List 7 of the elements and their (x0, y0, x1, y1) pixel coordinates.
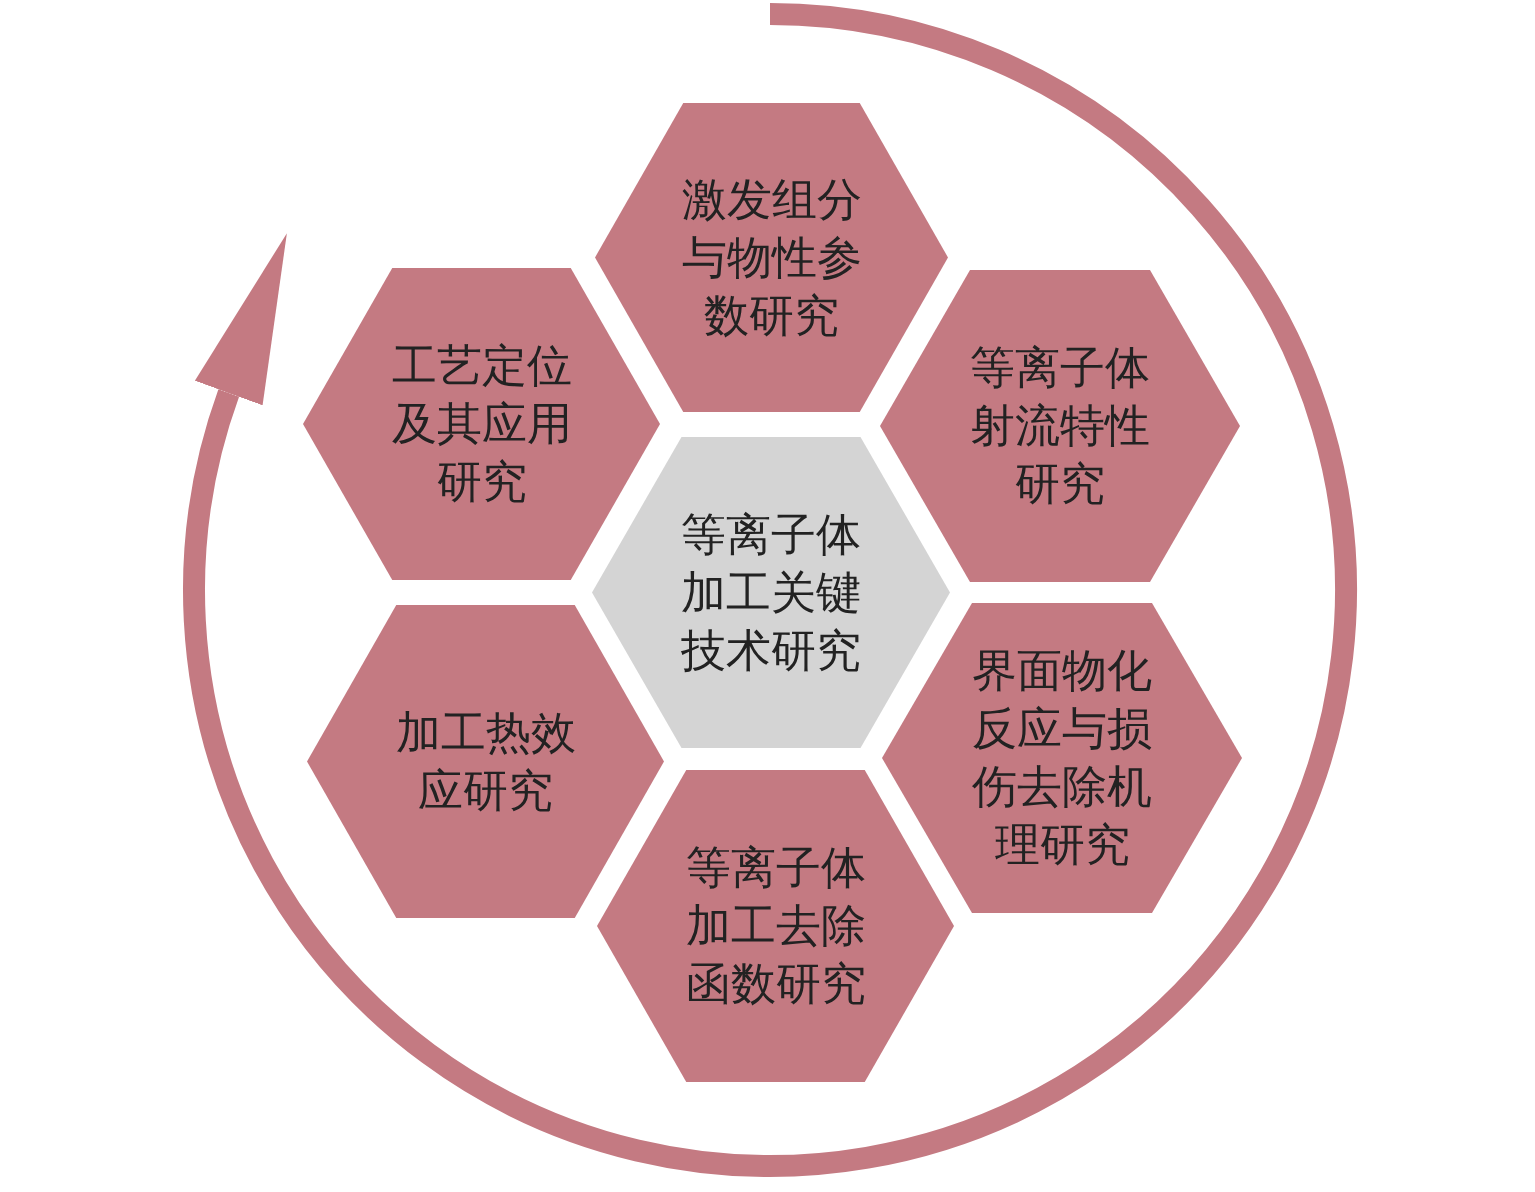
hexagon-label: 界面物化反应与损伤去除机理研究 (971, 643, 1153, 873)
hexagon-label: 加工热效应研究 (394, 704, 577, 819)
hexagon-label: 工艺定位及其应用研究 (390, 338, 573, 510)
hexagon-label: 等离子体射流特性研究 (969, 340, 1151, 512)
hexagon-label: 等离子体加工关键技术研究 (680, 506, 862, 679)
hexagon-label: 等离子体加工去除函数研究 (684, 840, 867, 1012)
hexagon-label: 激发组分与物性参数研究 (680, 171, 863, 344)
